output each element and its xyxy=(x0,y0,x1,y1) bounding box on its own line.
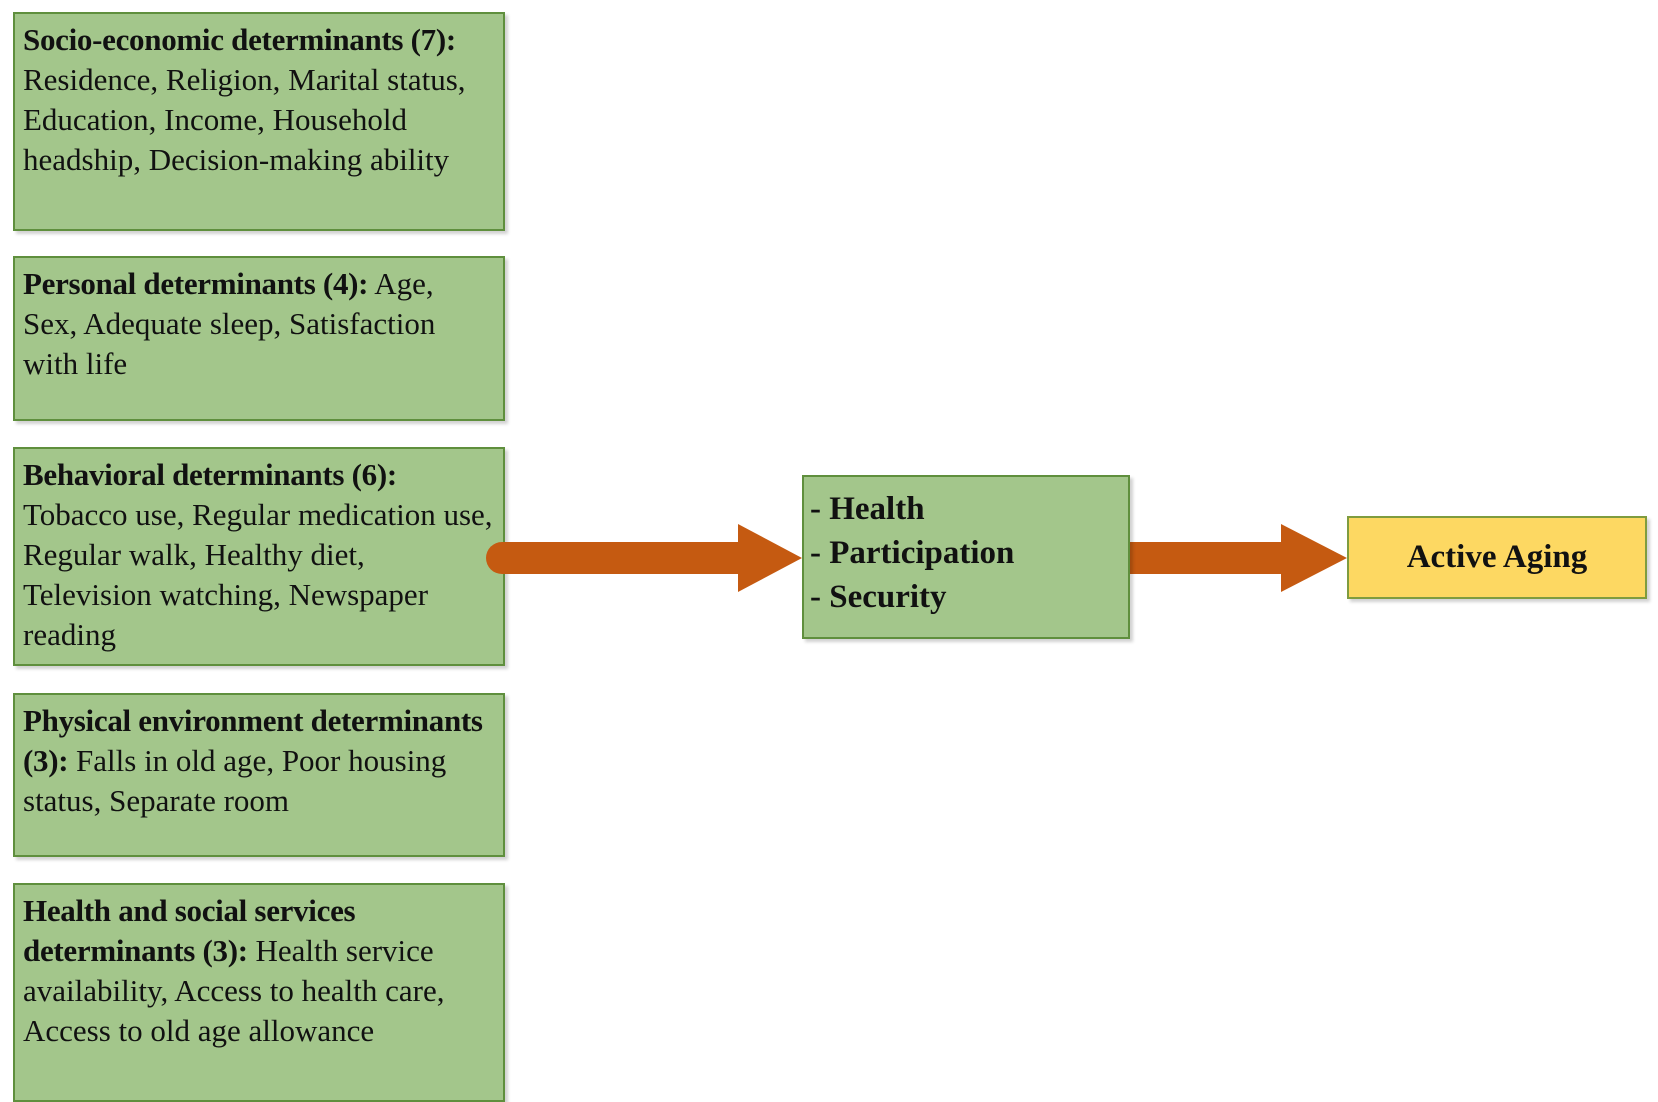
box-items: Tobacco use, Regular medication use, Reg… xyxy=(23,497,493,652)
box-items: Residence, Religion, Marital status, Edu… xyxy=(23,62,466,177)
box-title: Behavioral determinants (6): xyxy=(23,457,397,492)
arrow-head xyxy=(1281,524,1347,592)
arrow-shaft xyxy=(486,542,740,574)
box-items: Health service availability, Access to h… xyxy=(23,933,445,1048)
box-title: Physical environment determinants (3): xyxy=(23,703,483,778)
pillar-security: - Security xyxy=(810,579,947,615)
behavioral-determinants-box: Behavioral determinants (6): Tobacco use… xyxy=(13,447,505,666)
pillar-health: - Health xyxy=(810,491,925,527)
health-social-services-determinants-box: Health and social services determinants … xyxy=(13,883,505,1102)
box-items: Falls in old age, Poor housing status, S… xyxy=(23,743,447,818)
active-aging-box: Active Aging xyxy=(1347,516,1647,599)
box-title: Health and social services determinants … xyxy=(23,893,356,968)
pillar-participation: - Participation xyxy=(810,535,1015,571)
personal-determinants-box: Personal determinants (4): Age, Sex, Ade… xyxy=(13,256,505,421)
arrow-head xyxy=(738,524,802,592)
socio-economic-determinants-box: Socio-economic determinants (7): Residen… xyxy=(13,12,505,231)
active-aging-label: Active Aging xyxy=(1406,539,1588,575)
arrow-shaft xyxy=(1114,542,1283,574)
box-items: Age, Sex, Adequate sleep, Satisfaction w… xyxy=(23,266,436,381)
physical-environment-determinants-box: Physical environment determinants (3): F… xyxy=(13,693,505,857)
arrow-determinants-to-pillars xyxy=(486,524,802,592)
box-title: Personal determinants (4): xyxy=(23,266,369,301)
box-title: Socio-economic determinants (7): xyxy=(23,22,456,57)
pillars-box: - Health - Participation - Security xyxy=(802,475,1130,639)
arrow-pillars-to-outcome xyxy=(1114,524,1347,592)
